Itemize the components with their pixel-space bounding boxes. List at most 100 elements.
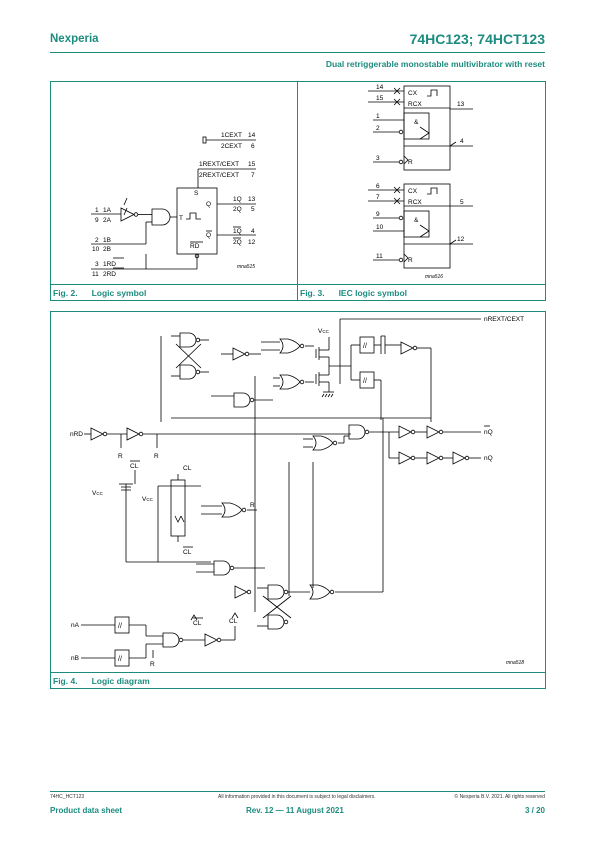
fig3-pin-10: 10 <box>376 224 384 231</box>
document-title: 74HC123; 74HCT123 <box>409 31 545 47</box>
fig3-top-rcx: RCX <box>408 101 422 108</box>
footer-copyright: © Nexperia B.V. 2021. All rights reserve… <box>454 794 546 800</box>
fig2-box-t: T <box>179 215 183 222</box>
fig2-title: Logic symbol <box>91 288 147 298</box>
fig2-pin-2rext: 2REXT/CEXT <box>199 172 239 179</box>
fig2-pin-2cext: 2CEXT <box>221 143 242 150</box>
fig2-pin-3: 3 <box>95 261 99 268</box>
fig2-pin-1rext: 1REXT/CEXT <box>199 161 239 168</box>
fig4-caption: Fig. 4. Logic diagram <box>53 676 150 686</box>
fig3-pin-7: 7 <box>376 194 380 201</box>
fig3-top-and: & <box>414 119 419 126</box>
fig2-pin-6: 6 <box>251 143 255 150</box>
fig2-pin-1b: 1B <box>103 237 111 244</box>
fig3-pin-15: 15 <box>376 95 384 102</box>
fig2-pin-1q: 1Q <box>233 196 242 203</box>
footer-doc-id: 74HC_HCT123 <box>50 794 85 800</box>
fig3-bottom-block: 6 7 9 10 11 5 12 CX RCX & R mna516 <box>368 183 473 280</box>
fig2-pin-11: 11 <box>92 271 99 278</box>
fig2-pin-2q: 2Q <box>233 206 242 213</box>
fig3-code: mna516 <box>425 274 443 280</box>
fig4-r-1: R <box>118 453 123 460</box>
fig2-pin-10: 10 <box>92 246 100 253</box>
fig3-bottom-r: R <box>408 257 413 264</box>
fig4-r-4: R <box>150 661 155 668</box>
document-subtitle: Dual retriggerable monostable multivibra… <box>325 59 545 69</box>
fig2-pin-9: 9 <box>95 217 99 224</box>
fig4-title: Logic diagram <box>91 676 150 686</box>
caption-rule-bottom <box>50 672 546 673</box>
fig4-vcc-top-sub: CC <box>322 329 329 334</box>
fig2-pin-1rd: 1RD <box>103 261 116 268</box>
fig4-na-label: nA <box>71 622 80 629</box>
brand-name: Nexperia <box>50 33 99 45</box>
fig4-cl-1: CL <box>183 465 192 472</box>
fig2-pin-7: 7 <box>251 172 255 179</box>
fig3-caption: Fig. 3.IEC logic symbol <box>300 288 407 298</box>
fig3-pin-6: 6 <box>376 183 380 190</box>
fig3-pin-4: 4 <box>460 138 464 145</box>
fig4-vcc-left: VCC <box>92 490 104 497</box>
fig2-pin-1cext: 1CEXT <box>221 132 242 139</box>
fig4-vcc-top-v: V <box>318 328 323 335</box>
fig2-pin-2: 2 <box>95 237 99 244</box>
fig2-pin-4: 4 <box>251 228 255 235</box>
fig4-code: mna518 <box>506 660 524 666</box>
fig3-pin-2: 2 <box>376 125 380 132</box>
fig4-vcc-mid-v: V <box>142 496 147 503</box>
fig4-cl-2: CL <box>229 618 238 625</box>
fig2-box-rd: RD <box>190 243 200 250</box>
fig2-box-qn: Q <box>206 232 211 239</box>
fig4-nq-label: nQ <box>484 455 493 462</box>
fig3-top-cx: CX <box>408 90 418 97</box>
fig4-logic-diagram: // nREXT/CEXT VCC nRD <box>70 316 524 668</box>
fig2-pin-1: 1 <box>95 207 99 214</box>
fig4-clbar-2: CL <box>183 549 192 556</box>
fig3-pin-13: 13 <box>457 101 465 108</box>
fig3-pin-12: 12 <box>457 236 465 243</box>
fig2-pin-1qn: 1Q <box>233 228 242 235</box>
fig4-clbar-1: CL <box>130 463 139 470</box>
fig4-clbar-3: CL <box>193 620 202 627</box>
fig3-title: IEC logic symbol <box>338 288 408 298</box>
fig3-iec-symbol: 14 15 1 2 3 13 4 CX RCX & R 6 <box>368 84 473 280</box>
fig2-pin-5: 5 <box>251 206 255 213</box>
footer-disclaimer: All information provided in this documen… <box>218 794 376 800</box>
fig2-box-s: S <box>194 190 199 197</box>
fig2-caption: Fig. 2. Logic symbol <box>53 288 146 298</box>
fig4-nqbar-label: nQ <box>484 429 493 436</box>
fig2-box-q: Q <box>206 201 211 208</box>
fig4-vcc-mid-sub: CC <box>146 497 153 502</box>
fig4-vcc-left-sub: CC <box>96 491 103 496</box>
fig4-nrext-label: nREXT/CEXT <box>484 316 524 323</box>
fig2-number: Fig. 2. <box>53 288 78 298</box>
figure-divider <box>297 81 298 301</box>
fig4-r-3: R <box>250 502 255 509</box>
fig4-vcc-top: VCC <box>318 328 330 335</box>
figure-frame-top <box>50 81 546 301</box>
figure-frame-bottom <box>50 311 546 689</box>
fig2-pin-1a: 1A <box>103 207 112 214</box>
fig3-pin-14: 14 <box>376 84 384 91</box>
fig2-pin-2b: 2B <box>103 246 111 253</box>
fig2-pin-2qn: 2Q <box>233 239 242 246</box>
caption-rule-top <box>50 284 546 285</box>
fig4-nb-label: nB <box>71 655 79 662</box>
fig4-vcc-mid: VCC <box>142 496 154 503</box>
fig3-bottom-and: & <box>414 217 419 224</box>
fig4-r-2: R <box>154 453 159 460</box>
fig3-bottom-cx: CX <box>408 188 418 195</box>
footer-revision: Rev. 12 — 11 August 2021 <box>246 806 344 815</box>
fig3-top-block: 14 15 1 2 3 13 4 CX RCX & R <box>368 84 473 171</box>
fig2-pin-2a: 2A <box>103 217 112 224</box>
fig2-code: mna515 <box>237 264 255 270</box>
fig3-pin-3: 3 <box>376 155 380 162</box>
fig4-number: Fig. 4. <box>53 676 78 686</box>
fig2-logic-symbol: 1CEXT 1 4 2CEXT 6 1REXT/CEXT 15 2REXT/CEX… <box>91 132 256 278</box>
fig3-pin-5: 5 <box>460 199 464 206</box>
footer-doc-type: Product data sheet <box>50 806 123 815</box>
fig4-nrd-label: nRD <box>70 431 83 438</box>
footer-rule <box>50 791 545 792</box>
header-rule <box>50 52 545 53</box>
fig2-pin-15: 15 <box>248 161 256 168</box>
